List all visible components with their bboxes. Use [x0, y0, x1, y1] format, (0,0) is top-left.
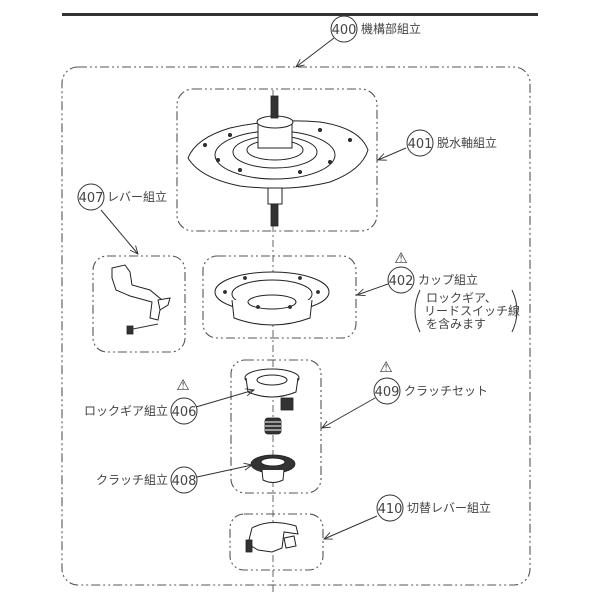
switch-lever-drawing [245, 522, 299, 553]
part-label: 機構部組立 [361, 21, 421, 36]
part-label: 切替レバー組立 [407, 500, 491, 515]
callout-406[interactable]: ⚠ 406 ロックギア組立 [84, 376, 254, 425]
note-line: ロックギア、 [426, 291, 497, 305]
part-number: 400 [332, 23, 357, 38]
clutch-gear-drawing [250, 454, 296, 483]
lever-assembly-drawing [111, 264, 171, 335]
part-number: 410 [378, 502, 403, 517]
assembly-frame-400 [61, 66, 531, 586]
note-line: を含みます [426, 316, 486, 331]
callout-circle [330, 15, 358, 43]
warning-icon: ⚠ [176, 376, 189, 394]
header-rule [62, 13, 538, 16]
callout-408[interactable]: 408 クラッチ組立 [96, 465, 252, 494]
callout-circle [77, 183, 105, 211]
group-frame-402 [202, 255, 357, 339]
part-number: 408 [172, 474, 197, 489]
callout-circle [406, 129, 434, 157]
spin-shaft-assembly-drawing [187, 95, 369, 227]
group-frame-410 [229, 513, 324, 571]
callout-circle [376, 494, 404, 522]
callout-400[interactable]: 400 機構部組立 [296, 15, 421, 67]
part-number: 406 [172, 405, 197, 420]
callout-circle [170, 397, 198, 425]
part-label: ロックギア組立 [84, 403, 168, 418]
callout-410[interactable]: 410 切替レバー組立 [324, 494, 491, 539]
part-label: レバー組立 [107, 189, 167, 204]
part-label: 脱水軸組立 [437, 135, 497, 150]
callout-circle [170, 466, 198, 494]
callout-407[interactable]: 407 レバー組立 [77, 183, 167, 254]
lock-gear-drawing [244, 368, 300, 411]
cup-assembly-drawing [214, 271, 330, 326]
spring-drawing [264, 417, 282, 435]
part-number: 407 [79, 191, 104, 206]
callout-circle [373, 377, 401, 405]
callout-409[interactable]: ⚠ 409 クラッチセット [322, 358, 488, 428]
group-frame-409 [230, 359, 322, 494]
part-number: 401 [408, 137, 433, 152]
warning-icon: ⚠ [379, 358, 392, 376]
part-number: 409 [375, 385, 400, 400]
callout-circle [387, 266, 415, 294]
note-line: リードスイッチ線 [424, 303, 520, 318]
part-number: 402 [389, 274, 414, 289]
callout-402[interactable]: ⚠ 402 カップ組立 ロックギア、 リードスイッチ線 を含みます [357, 249, 520, 333]
note-paren-right [511, 289, 518, 333]
warning-icon: ⚠ [394, 249, 407, 267]
part-label: カップ組立 [418, 272, 478, 287]
callout-401[interactable]: 401 脱水軸組立 [378, 129, 497, 160]
note-paren-left [414, 289, 421, 333]
group-frame-407 [92, 255, 186, 353]
part-label: クラッチセット [404, 384, 488, 398]
part-label: クラッチ組立 [96, 472, 168, 487]
